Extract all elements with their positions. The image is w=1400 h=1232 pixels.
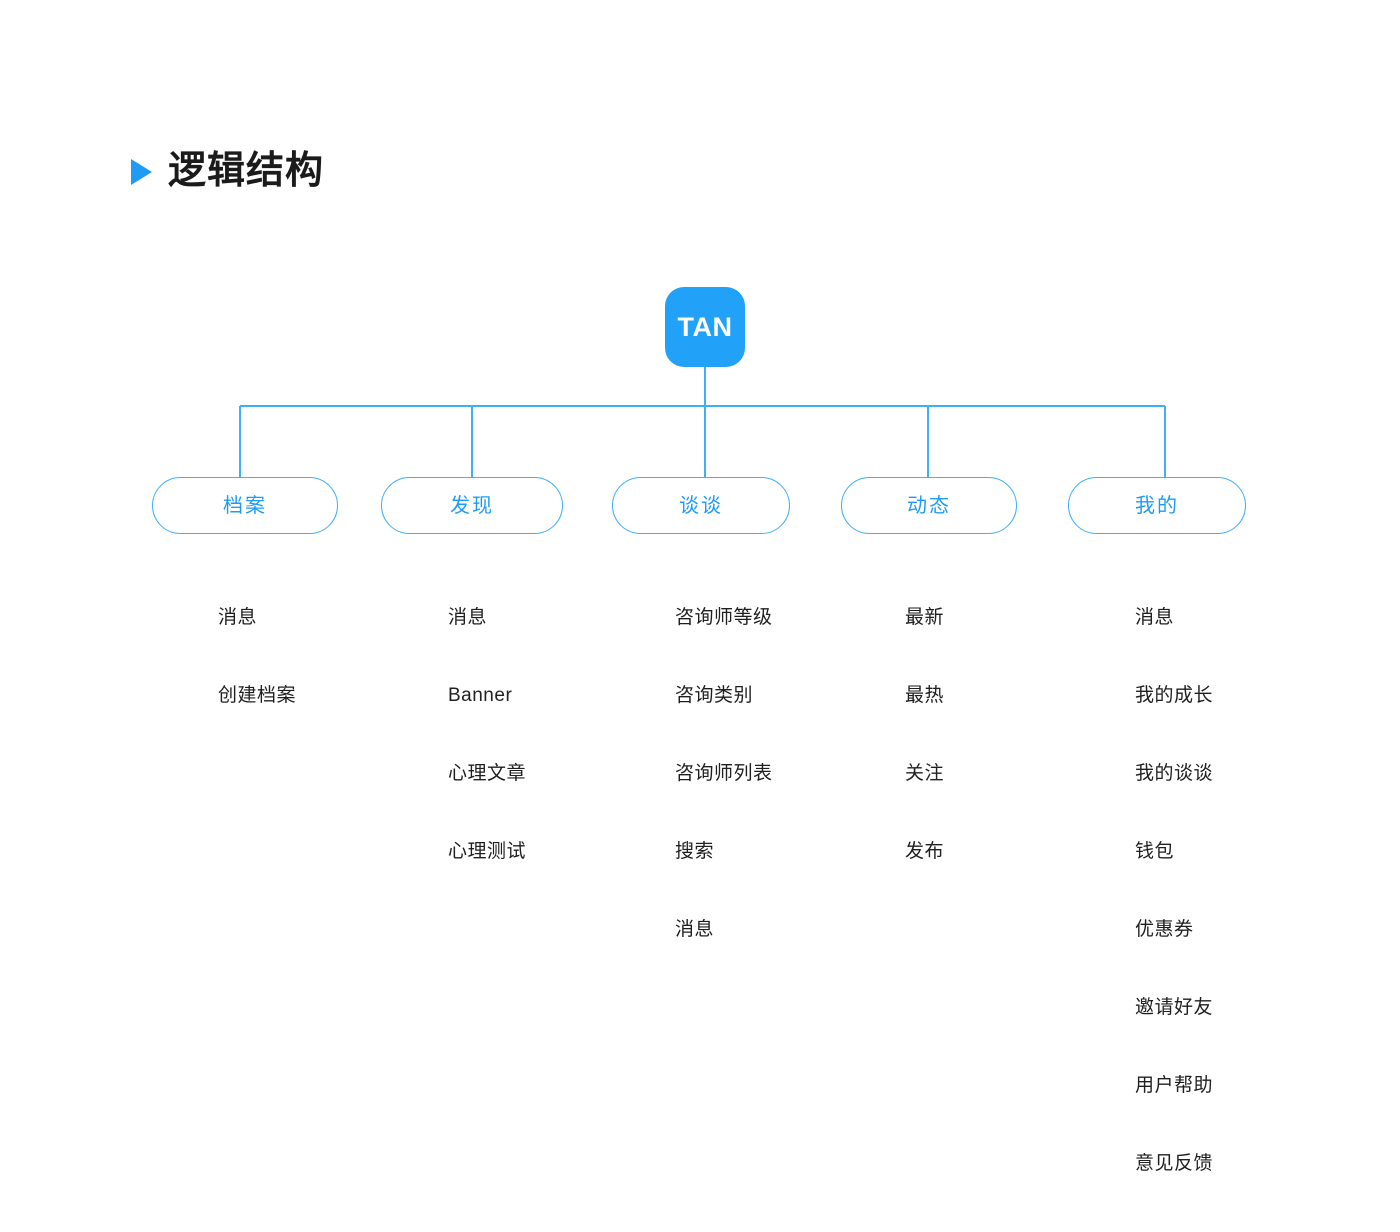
branch-node-2[interactable]: 谈谈 bbox=[612, 477, 790, 534]
branch-label-3: 动态 bbox=[907, 494, 951, 517]
branch-node-0[interactable]: 档案 bbox=[152, 477, 338, 534]
leaf-item[interactable]: 最热 bbox=[905, 685, 945, 706]
leaf-item[interactable]: 钱包 bbox=[1135, 841, 1175, 862]
root-app-logo[interactable]: TAN bbox=[665, 278, 745, 367]
leaf-item[interactable]: 心理测试 bbox=[448, 841, 527, 862]
leaf-item[interactable]: 创建档案 bbox=[218, 685, 297, 706]
branch-label-1: 发现 bbox=[450, 494, 494, 517]
leaf-item[interactable]: 意见反馈 bbox=[1135, 1153, 1214, 1174]
leaf-item[interactable]: 咨询类别 bbox=[675, 685, 754, 706]
leaf-column-3: 最新 最热 关注 发布 bbox=[905, 608, 1105, 920]
leaf-item[interactable]: 搜索 bbox=[675, 841, 715, 862]
leaf-item[interactable]: 我的成长 bbox=[1135, 685, 1214, 706]
leaf-item[interactable]: 关注 bbox=[905, 763, 945, 784]
logo-dot-icon bbox=[738, 278, 743, 283]
leaf-item[interactable]: 最新 bbox=[905, 607, 945, 628]
leaf-column-2: 咨询师等级 咨询类别 咨询师列表 搜索 消息 bbox=[675, 608, 875, 998]
page-title: 逻辑结构 bbox=[168, 150, 325, 192]
branch-node-4[interactable]: 我的 bbox=[1068, 477, 1246, 534]
leaf-item[interactable]: Banner bbox=[448, 685, 513, 706]
leaf-item[interactable]: 消息 bbox=[448, 607, 488, 628]
leaf-item[interactable]: 咨询师列表 bbox=[675, 763, 773, 784]
leaf-column-4: 消息 我的成长 我的谈谈 钱包 优惠券 邀请好友 用户帮助 意见反馈 bbox=[1135, 608, 1335, 1232]
branch-label-4: 我的 bbox=[1135, 494, 1179, 517]
root-logo-label: TAN bbox=[677, 311, 733, 342]
branch-node-1[interactable]: 发现 bbox=[381, 477, 563, 534]
leaf-item[interactable]: 消息 bbox=[675, 919, 715, 940]
leaf-item[interactable]: 我的谈谈 bbox=[1135, 763, 1214, 784]
leaf-item[interactable]: 咨询师等级 bbox=[675, 607, 773, 628]
branch-node-3[interactable]: 动态 bbox=[841, 477, 1017, 534]
leaf-item[interactable]: 优惠券 bbox=[1135, 919, 1194, 940]
leaf-item[interactable]: 用户帮助 bbox=[1135, 1075, 1214, 1096]
leaf-item[interactable]: 心理文章 bbox=[448, 763, 527, 784]
leaf-item[interactable]: 发布 bbox=[905, 841, 945, 862]
leaf-item[interactable]: 消息 bbox=[1135, 607, 1175, 628]
leaf-column-0: 消息 创建档案 bbox=[218, 608, 418, 764]
leaf-column-1: 消息 Banner 心理文章 心理测试 bbox=[448, 608, 648, 920]
branch-label-2: 谈谈 bbox=[679, 494, 723, 517]
leaf-item[interactable]: 消息 bbox=[218, 607, 258, 628]
triangle-right-icon bbox=[131, 159, 152, 185]
branch-label-0: 档案 bbox=[223, 494, 267, 517]
page-heading: 逻辑结构 bbox=[131, 152, 324, 190]
leaf-item[interactable]: 邀请好友 bbox=[1135, 997, 1214, 1018]
